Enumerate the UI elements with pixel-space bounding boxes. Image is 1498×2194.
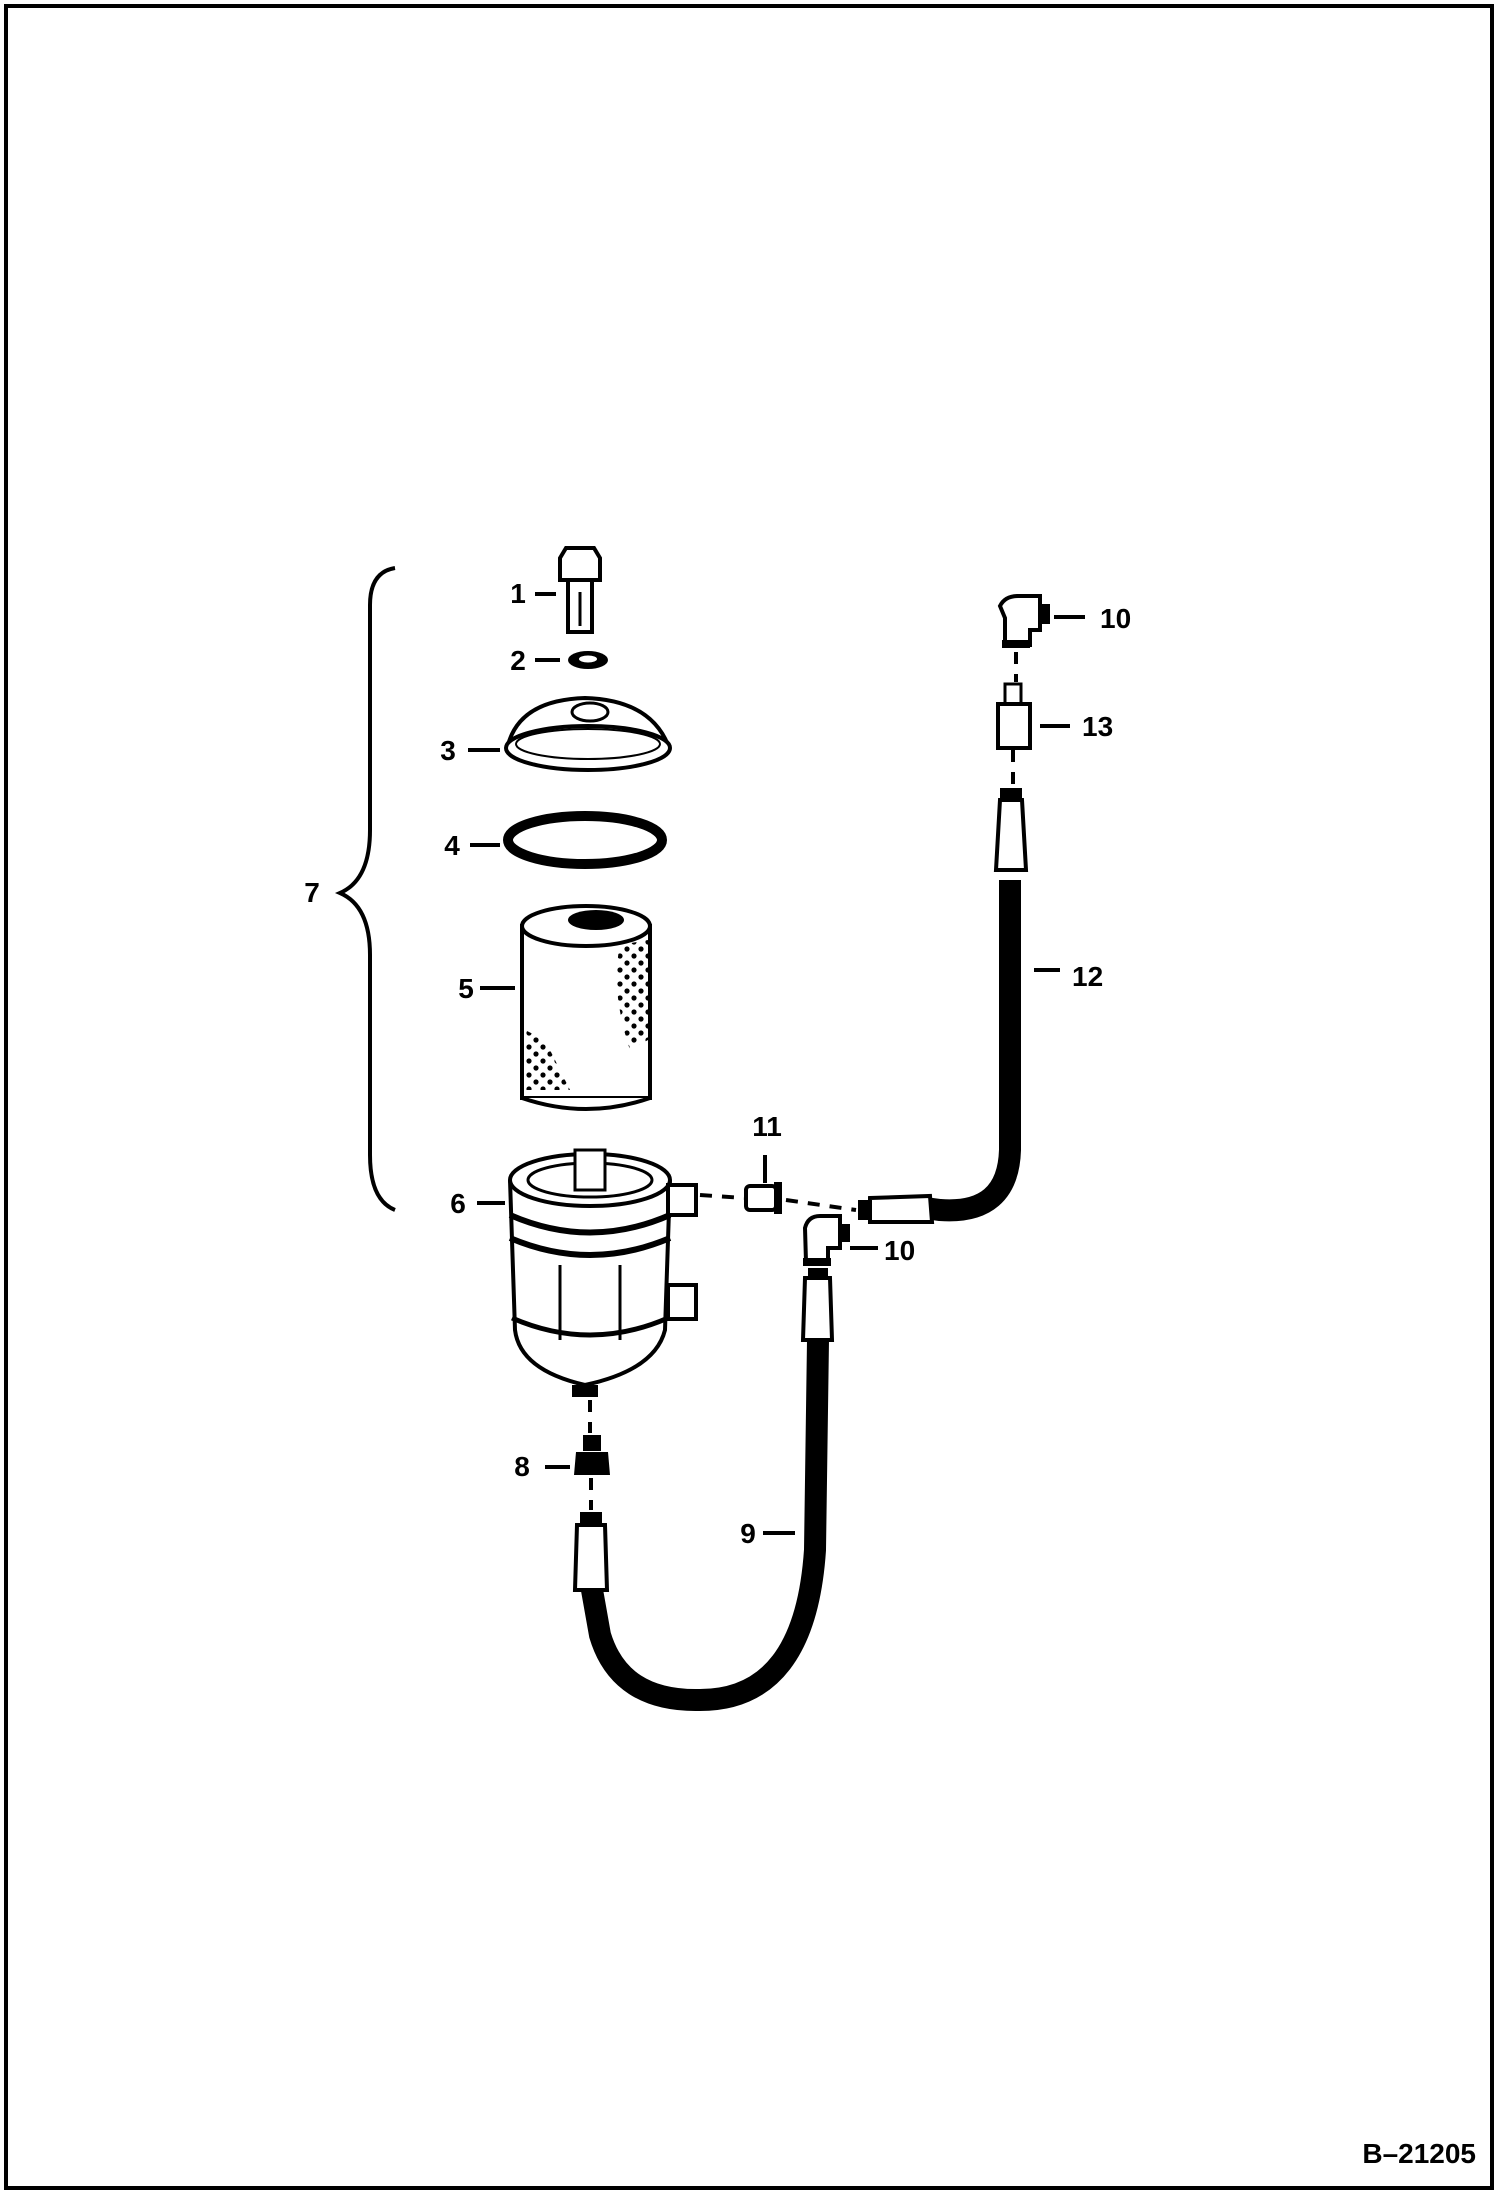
kit-brace: [334, 566, 396, 1212]
callout-9: 9: [740, 1518, 756, 1549]
hose-9-part: [572, 1268, 835, 1712]
leader-lines: [468, 592, 1085, 1535]
callout-6: 6: [450, 1188, 466, 1219]
elbow-fitting-upper-part: [997, 594, 1050, 648]
page-border: [4, 4, 1494, 2190]
callout-10-lower: 10: [884, 1235, 915, 1266]
o-ring-part: [503, 811, 667, 869]
filter-cover-part: [504, 695, 672, 772]
elbow-fitting-lower-part: [802, 1214, 850, 1266]
callout-2: 2: [510, 645, 526, 676]
filter-element-part: [520, 904, 652, 1111]
washer-hole: [579, 655, 597, 663]
callout-4: 4: [444, 830, 460, 861]
drain-fitting-part: [574, 1435, 610, 1475]
callout-8: 8: [514, 1451, 530, 1482]
assembly-dash-lines: [588, 652, 1018, 1510]
callout-10-upper: 10: [1100, 603, 1131, 634]
callout-13: 13: [1082, 711, 1113, 742]
fitting-11-part: [744, 1182, 782, 1214]
figure-id: B–21205: [1362, 2138, 1476, 2169]
hose-12-part: [858, 788, 1029, 1224]
callout-1: 1: [510, 578, 526, 609]
callout-5: 5: [458, 973, 474, 1004]
bolt-part: [558, 546, 602, 634]
adapter-part: [996, 682, 1032, 750]
callout-7: 7: [304, 877, 320, 908]
callout-3: 3: [440, 735, 456, 766]
callout-12: 12: [1072, 961, 1103, 992]
filter-bowl-part: [508, 1148, 698, 1397]
callout-11: 11: [752, 1111, 782, 1142]
